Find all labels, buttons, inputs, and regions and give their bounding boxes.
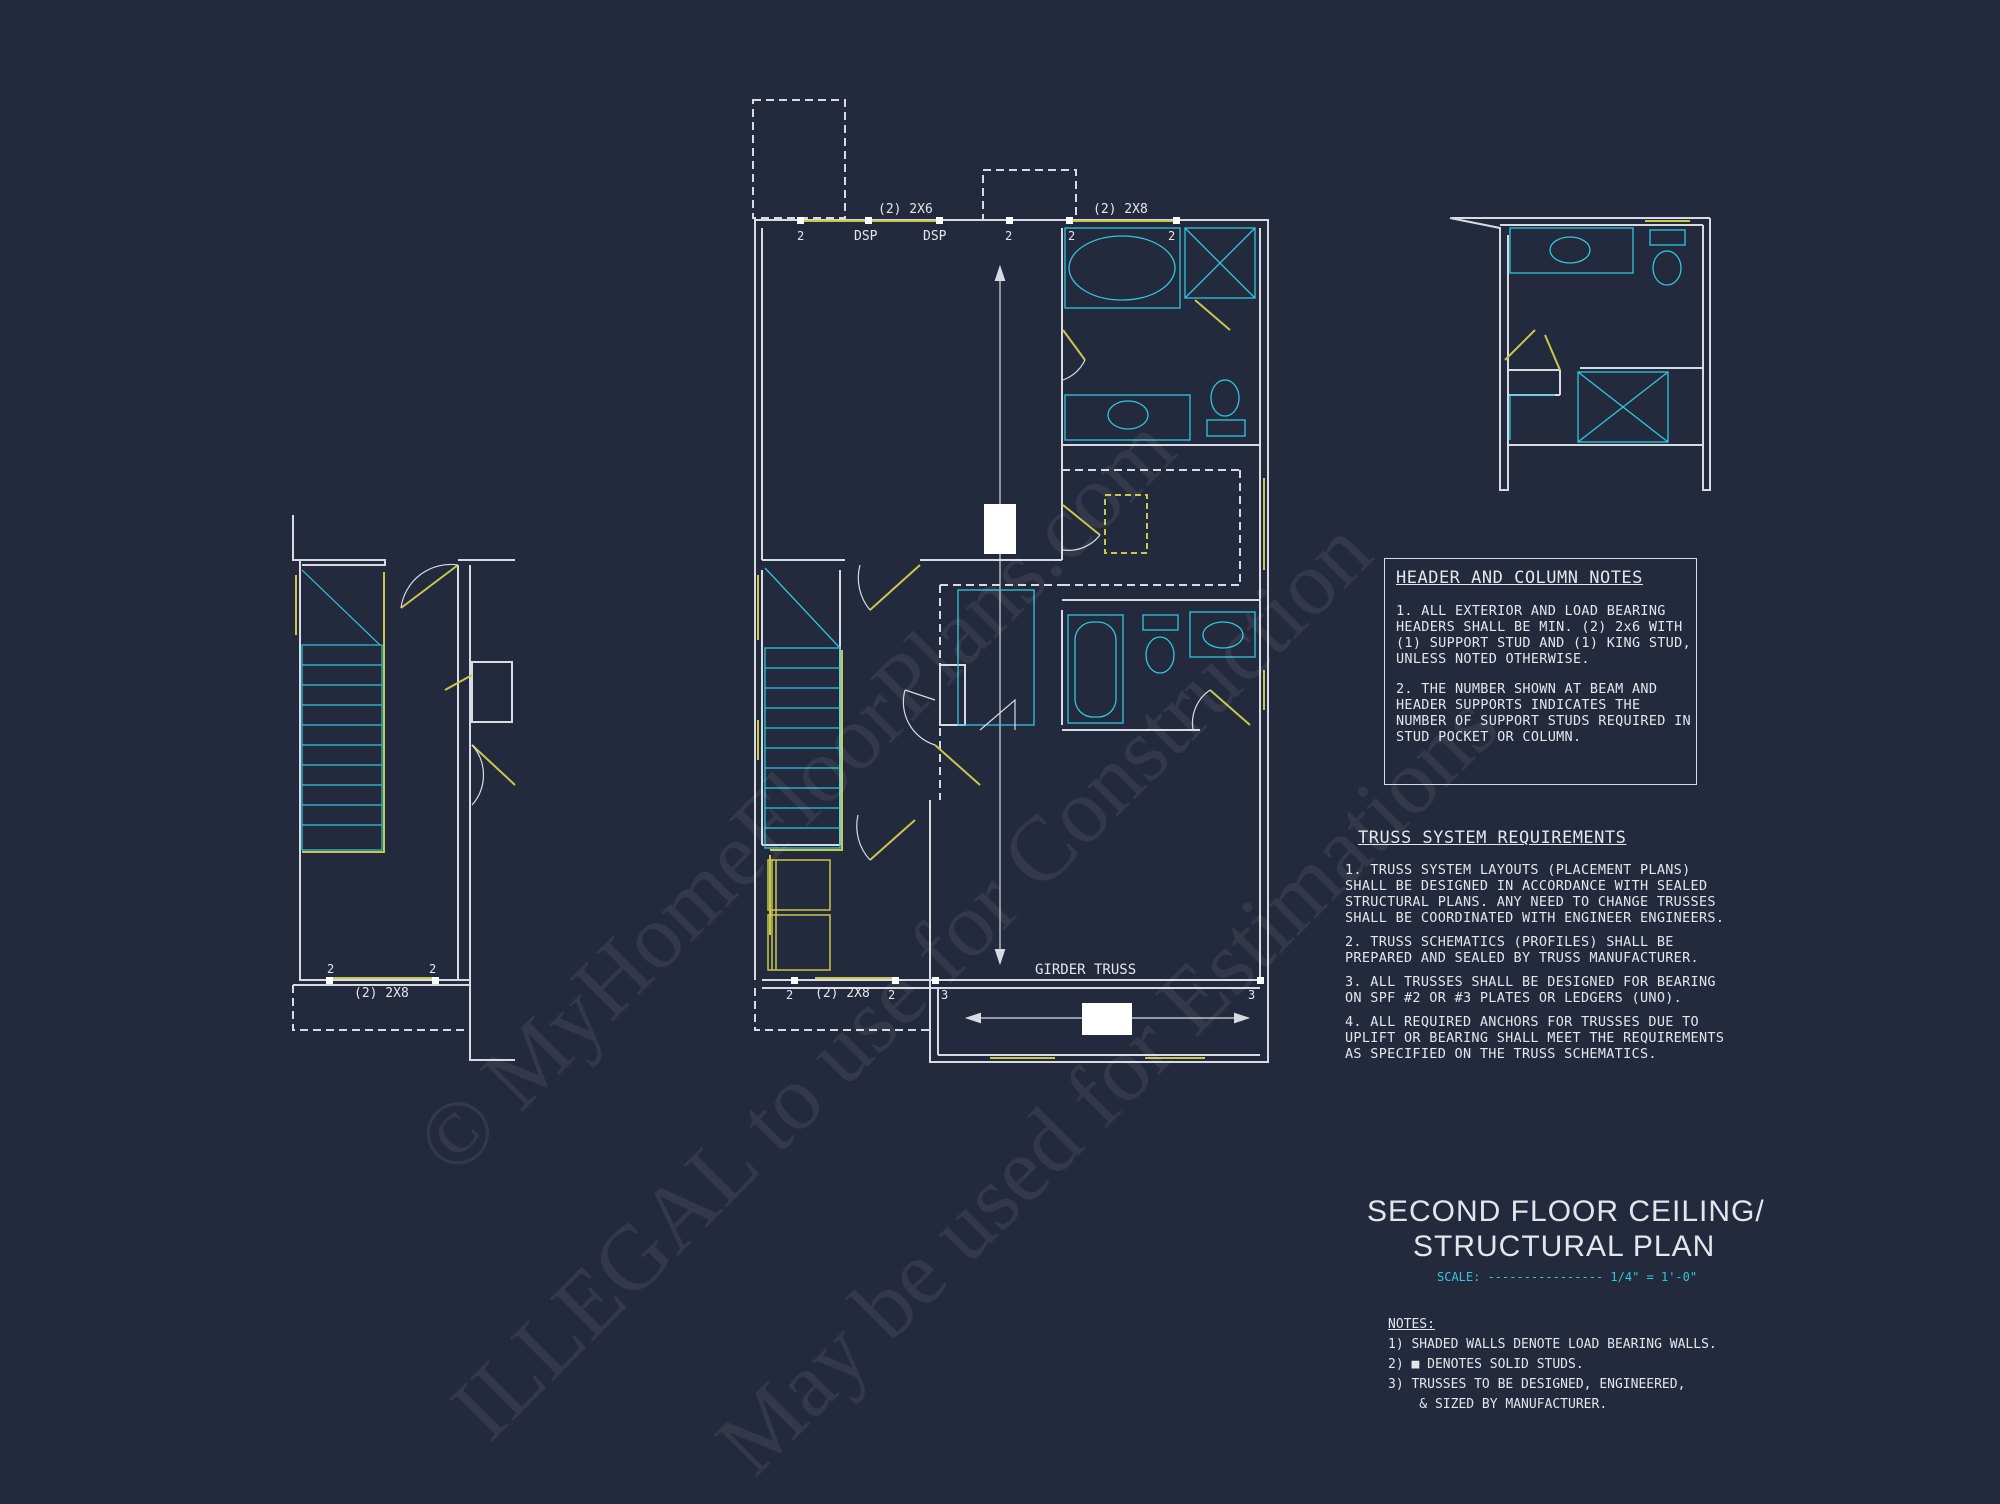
truss-note-item: 3. ALL TRUSSES SHALL BE DESIGNED FOR BEA… — [1345, 974, 1716, 1006]
dsp-label-2: DSP — [923, 229, 947, 244]
header-note-item: 2. THE NUMBER SHOWN AT BEAM AND HEADER S… — [1396, 681, 1691, 745]
main-plan-load-bearing — [757, 220, 1265, 1059]
stud-count-label: 2 — [888, 988, 895, 1002]
main-plan-stud-columns — [767, 859, 831, 971]
note-item: 3) TRUSSES TO BE DESIGNED, ENGINEERED, — [1388, 1377, 1686, 1392]
main-plan-fixtures — [764, 227, 1256, 849]
top-header-right-label: (2) 2x8 — [1093, 202, 1148, 217]
stud-count-label: 2 — [797, 229, 804, 243]
right-partial-plan — [1449, 217, 1711, 491]
truss-notes-list: 1. TRUSS SYSTEM LAYOUTS (PLACEMENT PLANS… — [1345, 862, 1735, 1070]
dsp-label-1: DSP — [854, 229, 878, 244]
left-stair-treads — [301, 569, 383, 851]
stud-count-label: 3 — [1248, 988, 1255, 1002]
right-plan-load-bearing — [1504, 220, 1690, 371]
girder-truss-label: GIRDER TRUSS — [1035, 962, 1136, 978]
center-bottom-header-label: (2) 2x8 — [815, 986, 870, 1001]
stud-count-label: 2 — [1068, 229, 1075, 243]
main-plan-door-swings — [856, 359, 1211, 861]
left-load-bearing — [295, 564, 516, 979]
stud-count-label: 2 — [429, 962, 436, 976]
truss-notes-title: TRUSS SYSTEM REQUIREMENTS — [1358, 828, 1627, 848]
stud-count-label: 2 — [1005, 229, 1012, 243]
left-bottom-header-label: (2) 2x8 — [354, 986, 409, 1001]
truss-note-item: 2. TRUSS SCHEMATICS (PROFILES) SHALL BE … — [1345, 934, 1699, 966]
notes-heading: NOTES: — [1388, 1317, 1435, 1332]
header-notes-list: 1. ALL EXTERIOR AND LOAD BEARING HEADERS… — [1396, 603, 1691, 759]
stud-count-label: 2 — [786, 988, 793, 1002]
stud-count-label: 3 — [941, 988, 948, 1002]
left-stair-plan — [292, 515, 515, 1061]
stud-count-label: 2 — [327, 962, 334, 976]
truss-note-item: 4. ALL REQUIRED ANCHORS FOR TRUSSES DUE … — [1345, 1014, 1725, 1062]
right-plan-fixtures — [1509, 227, 1686, 443]
header-notes-title: HEADER AND COLUMN NOTES — [1396, 568, 1643, 588]
note-item: & SIZED BY MANUFACTURER. — [1388, 1397, 1608, 1412]
truss-note-item: 1. TRUSS SYSTEM LAYOUTS (PLACEMENT PLANS… — [1345, 862, 1725, 926]
top-header-left-label: (2) 2x6 — [878, 202, 933, 217]
header-column-notes-box — [1384, 558, 1697, 785]
note-item: 2) ■ DENOTES SOLID STUDS. — [1388, 1357, 1584, 1372]
header-note-item: 1. ALL EXTERIOR AND LOAD BEARING HEADERS… — [1396, 603, 1691, 667]
general-notes: NOTES: 1) SHADED WALLS DENOTE LOAD BEARI… — [1388, 1315, 1717, 1415]
solid-stud-markers — [326, 217, 1264, 984]
stud-count-label: 2 — [1168, 229, 1175, 243]
plan-title-line1: SECOND FLOOR CEILING/ — [1367, 1195, 1765, 1228]
note-item: 1) SHADED WALLS DENOTE LOAD BEARING WALL… — [1388, 1337, 1717, 1352]
plan-scale: SCALE: ---------------- 1/4" = 1'-0" — [1437, 1270, 1698, 1284]
plan-title-line2: STRUCTURAL PLAN — [1413, 1230, 1716, 1263]
